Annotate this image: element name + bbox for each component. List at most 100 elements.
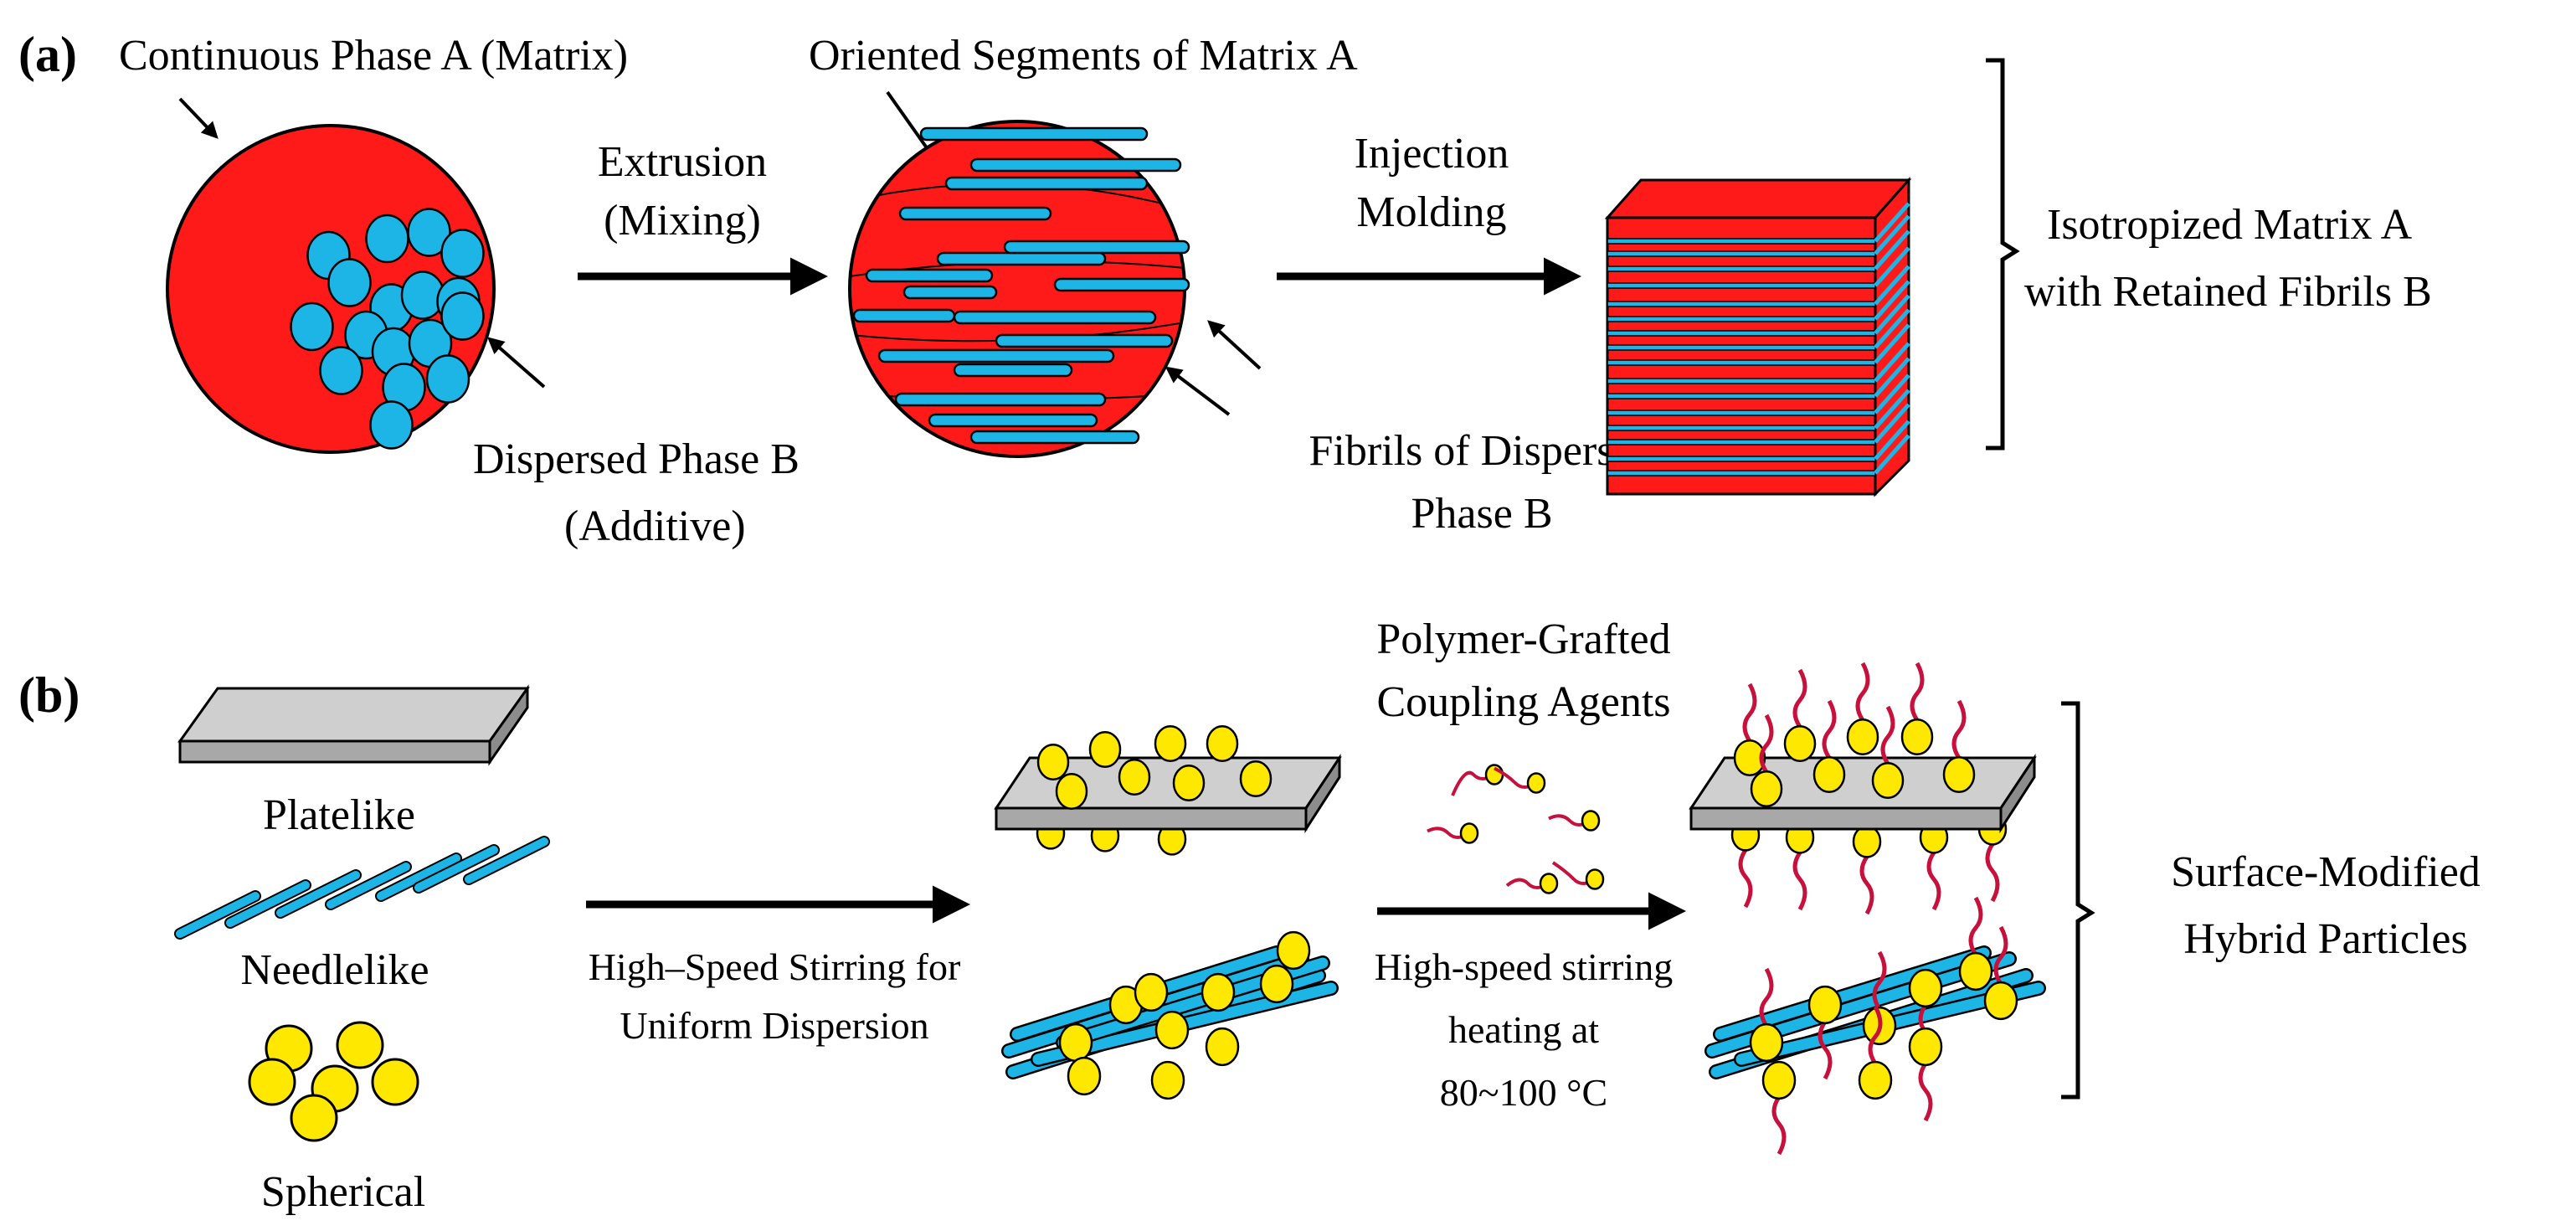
droplet	[327, 258, 372, 307]
polymer-chain	[1792, 668, 1807, 729]
fibril-layer-side	[1874, 229, 1910, 270]
polymer-chain	[1926, 851, 1941, 911]
fibril-layer-side	[1874, 246, 1910, 287]
sphere	[336, 1021, 384, 1069]
fibril-layer	[1607, 439, 1876, 446]
needlelike-label: Needlelike	[240, 946, 429, 994]
grafting-label-line-1: High-speed stirring	[1375, 945, 1673, 988]
dispersion-label-line-2: Uniform Dispersion	[620, 1004, 928, 1047]
fibril-layer	[1607, 393, 1876, 399]
polymer-chain	[1759, 713, 1774, 774]
sphere	[1172, 765, 1206, 801]
oriented-segments-label: Oriented Segments of Matrix A	[809, 32, 1358, 80]
sphere	[1983, 981, 2018, 1021]
fibril-layer-side	[1874, 389, 1910, 430]
oriented-fibrils	[852, 126, 1190, 445]
fibril-layer	[1607, 344, 1876, 351]
fibril-layer-side	[1874, 294, 1910, 335]
fibril	[902, 285, 998, 300]
fibril-layer-side	[1874, 434, 1910, 475]
spherical-particles	[248, 1021, 419, 1142]
grafting-label-line-2: heating at	[1448, 1008, 1599, 1051]
needle	[176, 892, 260, 938]
sphere	[1852, 825, 1882, 858]
polymer-chain	[1738, 848, 1753, 909]
result-bracket-b	[2061, 701, 2095, 1100]
fibril-layer-side	[1874, 280, 1910, 321]
fibril	[865, 268, 994, 283]
fibril	[936, 251, 1107, 266]
sphere	[290, 1094, 338, 1142]
modified-plate	[1689, 662, 2037, 915]
sphere	[1459, 822, 1479, 844]
coupling-agents-label-line-1: Polymer-Grafted	[1376, 616, 1670, 663]
sphere	[371, 1058, 419, 1106]
fibril-layer-side	[1874, 342, 1910, 383]
result-a-label-line-1: Isotropized Matrix A	[2047, 201, 2413, 249]
dispersed-pointer-arrow	[486, 337, 546, 389]
fibril-layer-side	[1874, 265, 1910, 306]
fibril	[944, 176, 1149, 191]
layered-block	[1604, 177, 1912, 497]
sphere	[1908, 968, 1943, 1008]
needle	[465, 837, 548, 883]
fibril	[1003, 240, 1190, 255]
fibril	[953, 363, 1073, 378]
fibrils-label-line-1: Fibrils of Dispersed	[1309, 427, 1654, 475]
fibril-layer	[1607, 378, 1876, 384]
sphere	[1150, 1060, 1185, 1100]
sphere	[1276, 930, 1311, 971]
sphere	[1118, 759, 1151, 796]
polymer-chain	[1880, 705, 1895, 765]
droplet	[407, 208, 451, 257]
dispersed-needle-bundle	[1001, 930, 1339, 1100]
panel-b-label: (b)	[18, 667, 80, 723]
sphere	[1581, 810, 1601, 832]
fibril-layer-side	[1874, 373, 1910, 415]
polymer-chain	[1872, 950, 1887, 1011]
matrix-label: Continuous Phase A (Matrix)	[119, 32, 628, 80]
polymer-chain	[1910, 662, 1925, 722]
fibril	[877, 348, 1115, 363]
fibril-layer	[1607, 456, 1876, 462]
fibril-layer	[1607, 238, 1876, 245]
fibril-layer	[1607, 282, 1876, 289]
sphere	[1484, 764, 1504, 785]
injection-label-line-1: Injection	[1355, 130, 1509, 178]
droplet	[440, 229, 485, 278]
sphere	[1205, 1027, 1240, 1067]
block-front-face	[1606, 216, 1877, 496]
fibrils-pointer-arrow-2	[1165, 366, 1231, 416]
fibril-layer	[1607, 359, 1876, 366]
sphere	[1201, 972, 1236, 1012]
fibril	[953, 310, 1157, 325]
dispersion-label-line-1: High–Speed Stirring for	[589, 945, 961, 988]
sphere	[1055, 773, 1088, 810]
block-side-face	[1874, 177, 1910, 497]
sphere	[1900, 719, 1934, 755]
needle	[377, 854, 460, 900]
fibril-layer-side	[1874, 357, 1910, 398]
fibril	[969, 157, 1182, 173]
sphere	[1750, 770, 1783, 807]
dispersed-plate	[994, 725, 1342, 856]
sphere	[1871, 762, 1905, 799]
polymer-chain	[1855, 662, 1870, 722]
sphere	[1067, 1056, 1102, 1096]
sphere	[1088, 731, 1122, 768]
fibril	[928, 413, 1098, 428]
needle	[226, 881, 310, 927]
droplet	[319, 346, 363, 395]
sphere	[1206, 725, 1239, 762]
sphere	[1239, 760, 1273, 797]
dispersed-droplets	[290, 208, 485, 450]
fibril-layer	[1607, 330, 1876, 337]
sphere	[1858, 1060, 1893, 1100]
sphere	[1526, 772, 1546, 794]
fibril	[919, 126, 1149, 142]
dispersed-label-line-2: (Additive)	[564, 502, 746, 550]
polymer-chain	[1918, 1062, 1933, 1122]
sphere	[1908, 1027, 1943, 1067]
fibril-layer	[1607, 409, 1876, 416]
